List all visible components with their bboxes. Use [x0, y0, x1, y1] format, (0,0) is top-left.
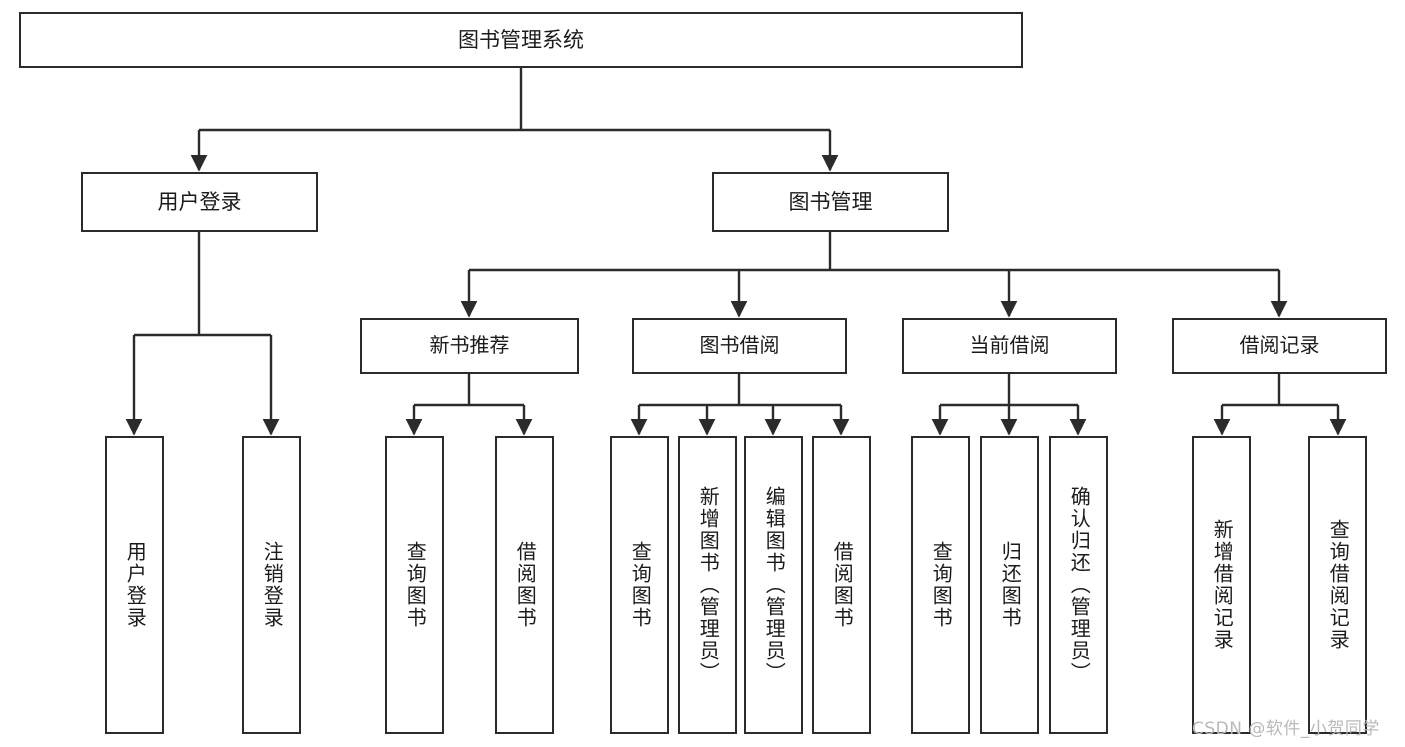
csdn-watermark: CSDN @软件_小贺同学 [1192, 719, 1380, 739]
leaf-recommend-borrow-book-label: 借阅图书 [513, 541, 538, 629]
node-borrow-record-label: 借阅记录 [1239, 333, 1320, 358]
leaf-user-login-label: 用户登录 [123, 541, 148, 629]
node-book-manage[interactable]: 图书管理 [712, 172, 949, 232]
leaf-borrow-borrow-book[interactable]: 借阅图书 [812, 436, 871, 734]
leaf-borrow-edit-book[interactable]: 编辑图书（管理员） [744, 436, 803, 734]
leaf-current-query-book-label: 查询图书 [929, 541, 954, 629]
leaf-record-query[interactable]: 查询借阅记录 [1308, 436, 1367, 734]
leaf-recommend-query-book-label: 查询图书 [403, 541, 428, 629]
node-current-borrow[interactable]: 当前借阅 [902, 318, 1117, 374]
node-new-book-recommend-label: 新书推荐 [429, 333, 510, 358]
node-user-login[interactable]: 用户登录 [81, 172, 318, 232]
node-book-manage-label: 图书管理 [788, 189, 873, 214]
leaf-recommend-borrow-book[interactable]: 借阅图书 [495, 436, 554, 734]
leaf-borrow-borrow-book-label: 借阅图书 [830, 541, 855, 629]
leaf-current-return-book[interactable]: 归还图书 [980, 436, 1039, 734]
leaf-record-query-label: 查询借阅记录 [1326, 519, 1351, 651]
node-root[interactable]: 图书管理系统 [19, 12, 1023, 68]
node-book-borrow-label: 图书借阅 [699, 333, 780, 358]
leaf-borrow-edit-book-label: 编辑图书（管理员） [762, 486, 787, 684]
leaf-record-add-label: 新增借阅记录 [1210, 519, 1235, 651]
leaf-borrow-add-book[interactable]: 新增图书（管理员） [678, 436, 737, 734]
leaf-current-query-book[interactable]: 查询图书 [911, 436, 970, 734]
leaf-recommend-query-book[interactable]: 查询图书 [385, 436, 444, 734]
leaf-logout[interactable]: 注销登录 [242, 436, 301, 734]
node-borrow-record[interactable]: 借阅记录 [1172, 318, 1387, 374]
leaf-current-confirm-return-label: 确认归还（管理员） [1067, 486, 1092, 684]
leaf-borrow-query-book[interactable]: 查询图书 [610, 436, 669, 734]
leaf-user-login[interactable]: 用户登录 [105, 436, 164, 734]
node-new-book-recommend[interactable]: 新书推荐 [360, 318, 579, 374]
node-book-borrow[interactable]: 图书借阅 [632, 318, 847, 374]
leaf-record-add[interactable]: 新增借阅记录 [1192, 436, 1251, 734]
node-current-borrow-label: 当前借阅 [969, 333, 1050, 358]
leaf-logout-label: 注销登录 [260, 541, 285, 629]
leaf-borrow-query-book-label: 查询图书 [628, 541, 653, 629]
leaf-current-confirm-return[interactable]: 确认归还（管理员） [1049, 436, 1108, 734]
leaf-borrow-add-book-label: 新增图书（管理员） [696, 486, 721, 684]
node-user-login-label: 用户登录 [157, 189, 242, 214]
node-root-label: 图书管理系统 [458, 27, 584, 52]
leaf-current-return-book-label: 归还图书 [998, 541, 1023, 629]
